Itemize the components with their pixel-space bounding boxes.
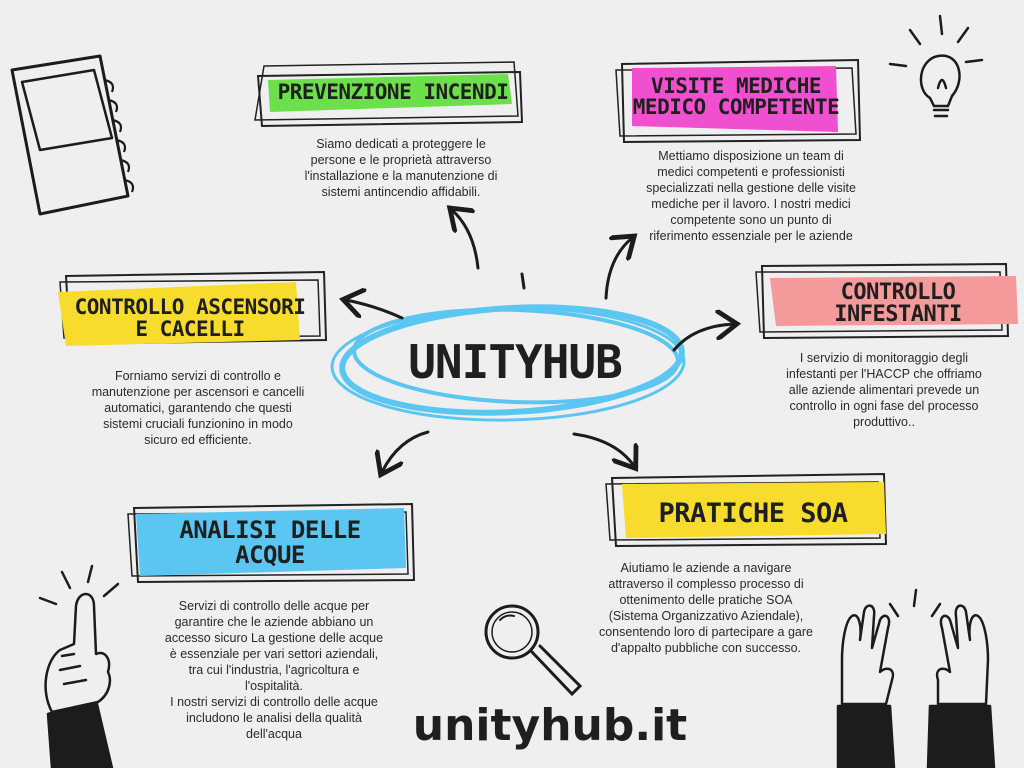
lightbulb-icon (888, 14, 984, 118)
center-ellipse (330, 304, 686, 422)
node-desc-infestanti: I servizio di monitoraggio degli infesta… (786, 351, 982, 429)
center-title: UNITYHUB (408, 335, 623, 389)
arrow-soa (572, 432, 634, 466)
magnifier-icon (484, 604, 583, 697)
connector-arrows (346, 210, 734, 472)
node-desc-ascensori: Forniamo servizi di controllo e manutenz… (91, 369, 305, 447)
node-box-acque (127, 502, 416, 584)
arrow-ascensori (346, 300, 404, 320)
node-desc-visite: Mettiamo disposizione un team di medici … (646, 149, 856, 243)
node-box-prevenzione (254, 61, 524, 128)
site-url: unityhub.it (412, 700, 688, 751)
arrow-visite (604, 238, 632, 300)
raised-hands-icon (836, 588, 996, 768)
node-box-infestanti (755, 262, 1018, 340)
arrow-infestanti (672, 324, 734, 352)
arrow-acque (382, 430, 430, 472)
node-box-soa (605, 472, 888, 548)
node-title-infestanti: CONTROLLO INFESTANTI (834, 280, 962, 327)
node-desc-prevenzione: Siamo dedicati a proteggere le persone e… (304, 137, 498, 199)
node-title-visite: VISITE MEDICHE MEDICO COMPETENTE (632, 74, 840, 119)
center-tick-mark (520, 272, 526, 290)
node-box-visite (615, 58, 862, 144)
notebook-icon (10, 54, 135, 216)
node-desc-acque: Servizi di controllo delle acque per gar… (164, 599, 384, 741)
node-title-acque: ANALISI DELLE ACQUE (179, 516, 361, 569)
node-title-soa: PRATICHE SOA (658, 498, 848, 529)
pointing-hand-icon (38, 564, 120, 768)
node-title-prevenzione: PREVENZIONE INCENDI (277, 80, 509, 104)
node-title-ascensori: CONTROLLO ASCENSORI E CACELLI (74, 295, 306, 341)
node-box-ascensori (58, 270, 328, 346)
arrow-prevenzione (452, 210, 480, 270)
node-desc-soa: Aiutiamo le aziende a navigare attravers… (598, 561, 814, 655)
